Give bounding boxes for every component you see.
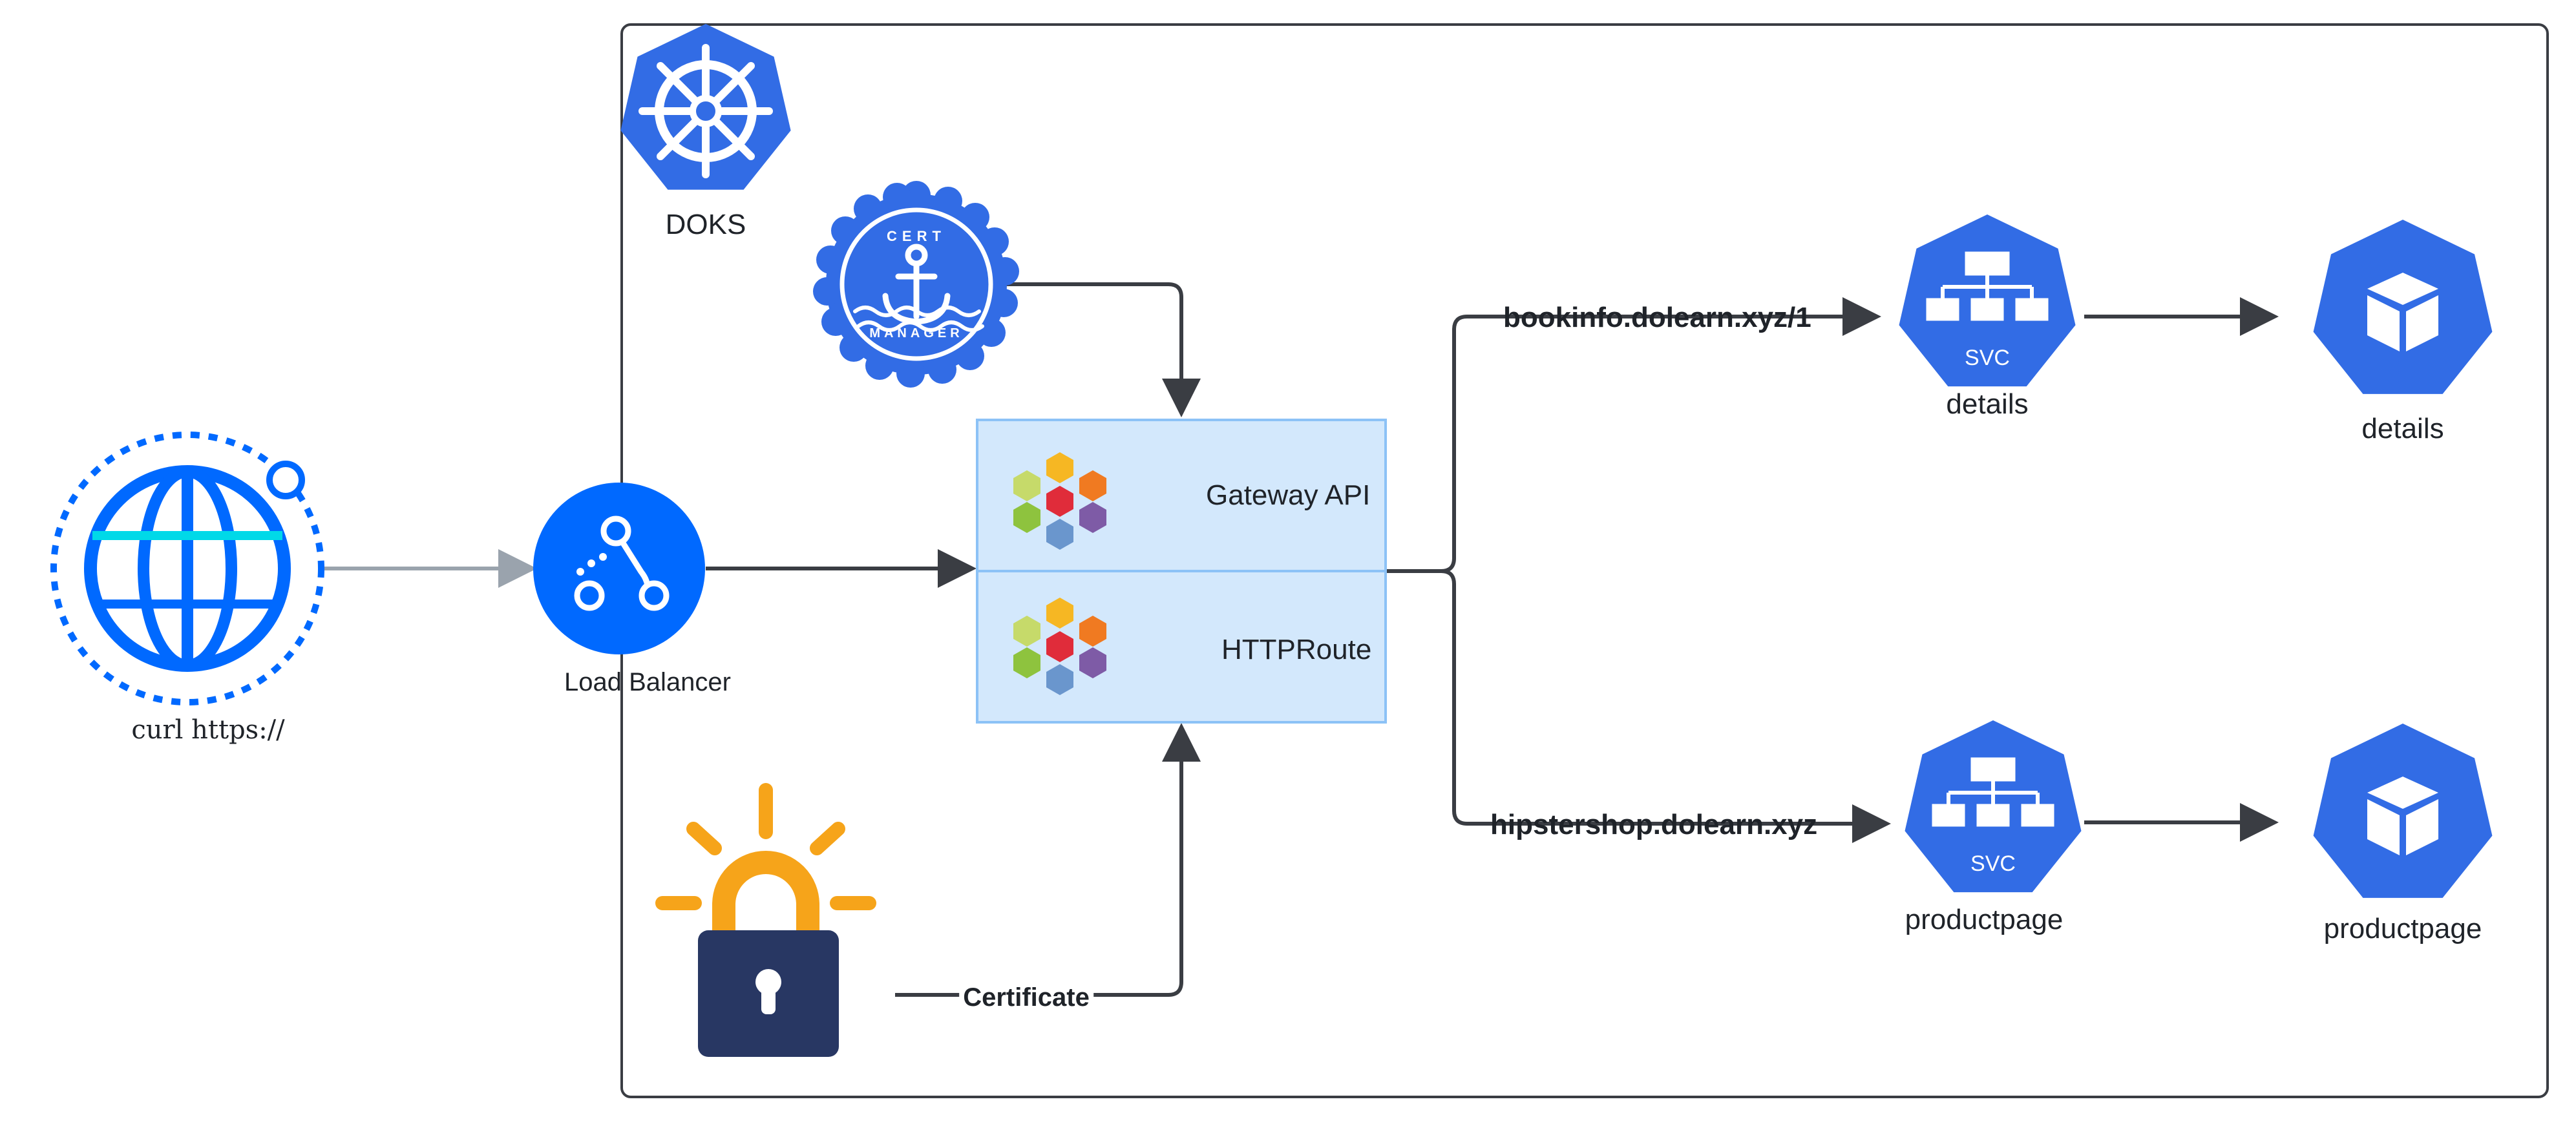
connector-route-details	[1441, 297, 1881, 573]
kubernetes-helm-icon	[620, 24, 791, 190]
load-balancer-icon	[533, 483, 705, 654]
pod-icon-details	[2313, 220, 2493, 394]
certificate-label: Certificate	[959, 983, 1093, 1012]
connector-certmanager-to-gateway	[998, 282, 1201, 417]
svc-label-details: details	[1946, 388, 2029, 420]
svc-badge-productpage: SVC	[1970, 851, 2016, 876]
httproute-box	[976, 570, 1387, 724]
cert-manager-badge-bottom-text: MANAGER	[869, 326, 963, 340]
httproute-hexagons-icon	[1013, 598, 1106, 695]
route-host-productpage: hipstershop.dolearn.xyz	[1490, 809, 1818, 840]
gateway-hexagons-icon	[1013, 452, 1106, 550]
svc-badge-details: SVC	[1965, 346, 2010, 370]
globe-icon	[50, 432, 324, 705]
connector-certificate-to-httproute	[895, 723, 1201, 997]
route-host-details: bookinfo.dolearn.xyz/1	[1503, 302, 1811, 333]
cluster-label: DOKS	[665, 209, 746, 240]
client-label: curl https://	[131, 715, 285, 745]
pod-label-details: details	[2361, 413, 2444, 444]
pod-label-productpage: productpage	[2323, 913, 2482, 944]
connector-route-productpage	[1441, 569, 1891, 843]
connectors	[323, 282, 2279, 997]
load-balancer-label: Load Balancer	[564, 668, 731, 696]
gateway-label: Gateway API	[1206, 479, 1371, 511]
svc-icon-productpage	[1905, 720, 2082, 893]
svc-icon-details	[1899, 214, 2076, 387]
gateway-box	[976, 419, 1387, 572]
pod-icon-productpage	[2313, 724, 2493, 898]
svc-label-productpage: productpage	[1905, 904, 2064, 935]
lock-icon	[655, 783, 876, 1057]
cert-manager-icon	[813, 181, 1019, 388]
cert-manager-badge-top-text: CERT	[887, 228, 946, 244]
httproute-label: HTTPRoute	[1221, 634, 1372, 665]
